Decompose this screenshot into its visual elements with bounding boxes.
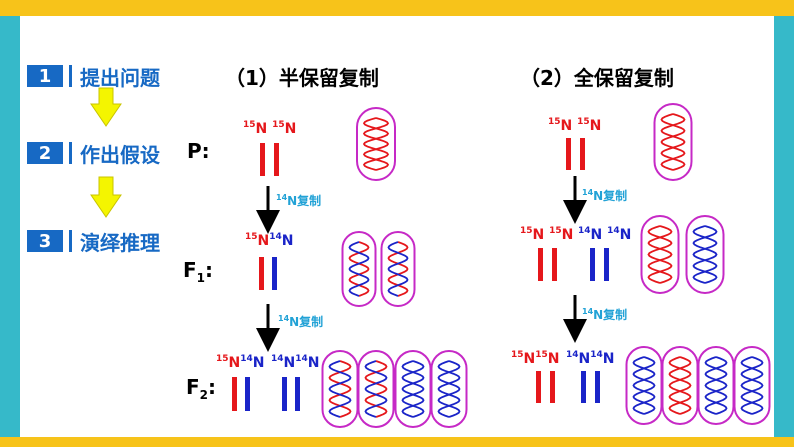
semi-p-strand-heavy-2 [274, 143, 279, 176]
cons-copy-label-2: 14N复制 [582, 307, 628, 322]
semi-f2-isotope-label-1: 15N14N [216, 354, 265, 371]
semi-f1-strand-light [272, 257, 277, 290]
generation-f2-label: F2: [186, 375, 217, 402]
semi-f1-helix-1 [341, 231, 377, 307]
step-label: 提出问题 [80, 65, 160, 90]
cons-f1-strand-light-2 [604, 248, 609, 281]
step-divider [69, 65, 72, 87]
semi-f2-strand-light-1 [245, 377, 250, 411]
semi-conservative-title: （1）半保留复制 [225, 66, 379, 90]
cons-f1-isotope-label-1: 15N 15N [520, 226, 574, 243]
step-arrow-2 [90, 176, 122, 218]
cons-p-isotope-label: 15N 15N [548, 117, 602, 134]
step-label: 演绎推理 [80, 230, 160, 255]
cons-f2-strand-heavy-1 [536, 371, 541, 403]
step-arrow-1 [90, 87, 122, 127]
semi-p-strand-heavy-1 [260, 143, 265, 176]
cons-f1-strand-light-1 [590, 248, 595, 281]
cons-f2-strand-heavy-2 [550, 371, 555, 403]
semi-f2-strand-light-2 [282, 377, 287, 411]
step-1: 1 提出问题 [27, 64, 160, 90]
step-number: 2 [27, 142, 63, 164]
cons-f2-helix-2 [661, 346, 699, 425]
cons-f2-isotope-label-1: 15N15N [511, 350, 560, 367]
semi-copy-label-2: 14N复制 [278, 314, 324, 329]
cons-copy-label-1: 14N复制 [582, 188, 628, 203]
cons-f1-isotope-label-2: 14N 14N [578, 226, 632, 243]
step-number: 3 [27, 230, 63, 252]
cons-f2-helix-3 [697, 346, 735, 425]
semi-f1-strand-heavy [259, 257, 264, 290]
semi-f2-helix-1 [321, 350, 359, 428]
frame-right-bar [774, 16, 794, 437]
generation-p-label: P: [187, 139, 210, 163]
semi-f2-helix-3 [394, 350, 432, 428]
frame-bottom-bar [0, 437, 794, 447]
generation-f1-label: F1: [183, 258, 214, 285]
semi-f1-isotope-label: 15N14N [245, 232, 294, 249]
semi-f2-strand-light-3 [295, 377, 300, 411]
semi-p-isotope-label: 15N 15N [243, 120, 297, 137]
cons-f2-helix-4 [733, 346, 771, 425]
cons-p-strand-heavy-1 [566, 138, 571, 170]
semi-f2-strand-heavy [232, 377, 237, 411]
cons-f2-strand-light-2 [595, 371, 600, 403]
frame-top-bar [0, 0, 794, 16]
frame-left-bar [0, 16, 20, 437]
step-label: 作出假设 [80, 142, 160, 167]
cons-f1-strand-heavy-2 [552, 248, 557, 281]
cons-f1-strand-heavy-1 [538, 248, 543, 281]
cons-f2-helix-1 [625, 346, 663, 425]
semi-p-helix [356, 107, 396, 181]
step-2: 2 作出假设 [27, 141, 160, 167]
step-divider [69, 142, 72, 164]
semi-f2-helix-4 [430, 350, 468, 428]
cons-p-strand-heavy-2 [580, 138, 585, 170]
semi-f1-helix-2 [380, 231, 416, 307]
cons-f2-strand-light-1 [581, 371, 586, 403]
semi-f2-helix-2 [357, 350, 395, 428]
step-divider [69, 230, 72, 252]
step-3: 3 演绎推理 [27, 229, 160, 255]
conservative-title: （2）全保留复制 [520, 66, 674, 90]
cons-f2-isotope-label-2: 14N14N [566, 350, 615, 367]
cons-f1-helix-2 [685, 215, 725, 294]
semi-f2-isotope-label-2: 14N14N [271, 354, 320, 371]
step-number: 1 [27, 65, 63, 87]
semi-copy-label-1: 14N复制 [276, 193, 322, 208]
cons-f1-helix-1 [640, 215, 680, 294]
cons-p-helix [653, 103, 693, 181]
